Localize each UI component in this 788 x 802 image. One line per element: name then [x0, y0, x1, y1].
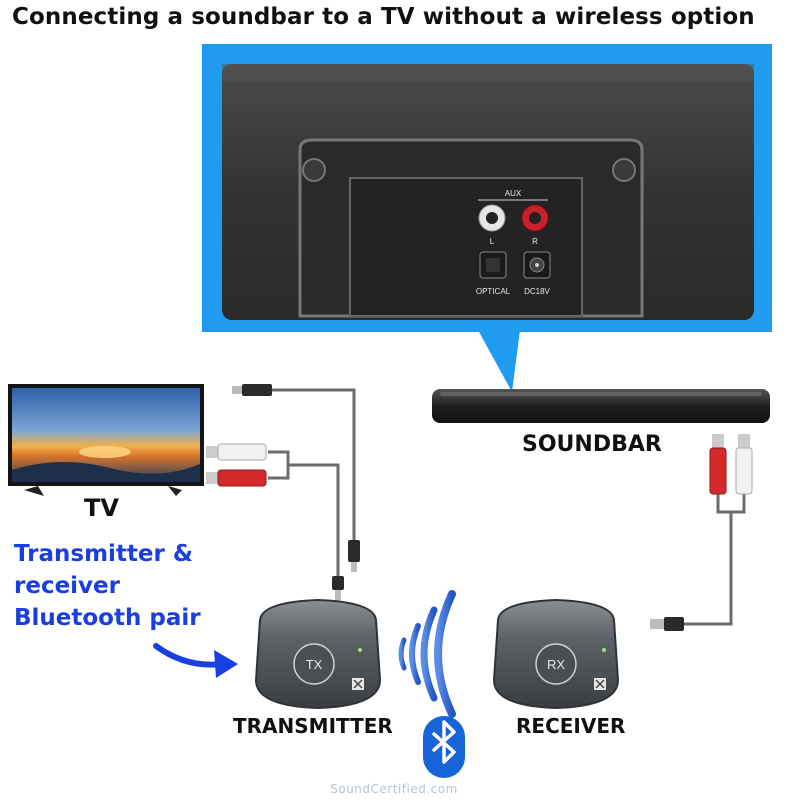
soundbar-label: SOUNDBAR — [522, 432, 662, 457]
tv-cables — [268, 388, 356, 576]
aux-left-label: L — [490, 237, 495, 246]
tv-illustration — [8, 384, 204, 496]
aux-left-port — [478, 204, 506, 232]
callout-line-2: receiver — [14, 573, 120, 599]
aux-right-port — [521, 204, 549, 232]
soundbar-rca-plugs — [650, 434, 753, 631]
rx-badge: RX — [547, 657, 565, 672]
watermark: SoundCertified.com — [330, 782, 458, 796]
callout-line-1: Transmitter & — [14, 541, 193, 567]
optical-label: OPTICAL — [476, 287, 511, 296]
dc-power-port — [523, 251, 551, 279]
soundbar-illustration — [432, 389, 770, 423]
tv-label: TV — [84, 494, 119, 522]
bluetooth-pair-callout: Transmitter & receiver Bluetooth pair — [14, 538, 244, 634]
tv-rca-plugs — [206, 443, 267, 487]
receiver-device — [492, 598, 620, 710]
callout-arrow-icon — [153, 643, 238, 678]
wireless-waves-icon — [398, 590, 456, 718]
aux-label: AUX — [505, 189, 522, 198]
bluetooth-icon — [423, 716, 465, 778]
aux-right-label: R — [532, 237, 538, 246]
tx-badge: TX — [306, 657, 323, 672]
page-title: Connecting a soundbar to a TV without a … — [12, 4, 755, 30]
dc-label: DC18V — [524, 287, 550, 296]
soundbar-rear-panel — [222, 64, 754, 320]
transmitter-device — [254, 598, 382, 710]
callout-line-3: Bluetooth pair — [14, 605, 201, 631]
soundbar-cables — [680, 494, 746, 626]
optical-port — [479, 251, 507, 279]
tv-aux-plug — [232, 384, 360, 602]
transmitter-label: TRANSMITTER — [233, 714, 393, 738]
receiver-label: RECEIVER — [516, 714, 626, 738]
